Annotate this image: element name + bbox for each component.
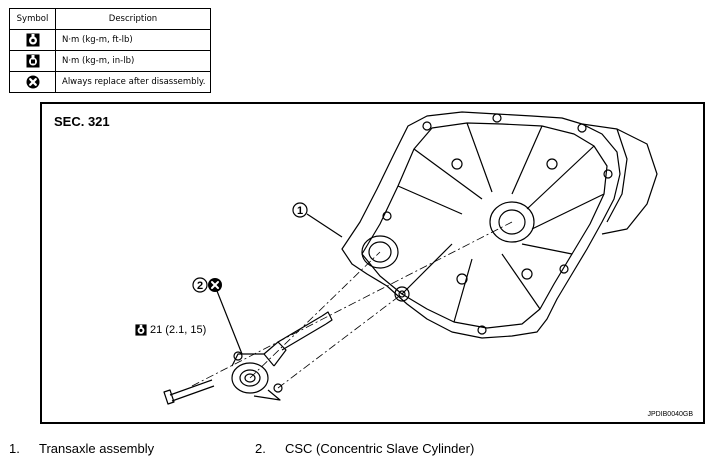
csc-body xyxy=(231,362,269,394)
exploded-view-figure: 1 2 SEC. 321 21 (2.1, 15) JPDIB0040GB xyxy=(40,102,705,424)
input-shaft-bore xyxy=(489,201,535,243)
legend-header-description: Description xyxy=(55,8,211,30)
caption-text: CSC (Concentric Slave Cylinder) xyxy=(285,441,475,456)
svg-text:2: 2 xyxy=(197,280,203,292)
always-replace-icon xyxy=(26,75,39,89)
legend-description: N·m (kg-m, in-lb) xyxy=(55,50,211,72)
caption-number: 2. xyxy=(255,441,266,456)
transaxle-drawing: 1 2 xyxy=(163,111,658,405)
caption-item: 1. Transaxle assembly xyxy=(9,441,154,456)
legend-description: N·m (kg-m, ft-lb) xyxy=(55,29,211,51)
legend-header-symbol: Symbol xyxy=(9,8,56,30)
legend-description: Always replace after disassembly. xyxy=(55,71,211,93)
legend-row: Always replace after disassembly. xyxy=(9,71,211,93)
bolt xyxy=(169,379,215,402)
section-label: SEC. 321 xyxy=(54,114,110,129)
differential-seal xyxy=(361,235,399,269)
torque-spec: 21 (2.1, 15) xyxy=(135,324,206,336)
caption-number: 1. xyxy=(9,441,20,456)
always-replace-icon xyxy=(208,278,222,292)
torque-value: 21 (2.1, 15) xyxy=(150,324,207,336)
caption-item: 2. CSC (Concentric Slave Cylinder) xyxy=(255,441,474,456)
input-shaft xyxy=(277,315,327,351)
symbol-legend-table: Symbol Description N·m (kg-m, ft-lb) N·m… xyxy=(9,8,211,93)
torque-wrench-inlb-icon xyxy=(26,54,39,68)
torque-wrench-icon xyxy=(135,324,147,336)
svg-text:1: 1 xyxy=(297,205,303,217)
callout-2: 2 xyxy=(192,277,208,293)
torque-wrench-icon xyxy=(26,33,39,47)
legend-row: N·m (kg-m, ft-lb) xyxy=(9,29,211,51)
callout-1: 1 xyxy=(292,202,308,218)
image-code: JPDIB0040GB xyxy=(647,411,693,418)
transaxle-housing xyxy=(341,111,621,339)
legend-header-row: Symbol Description xyxy=(9,8,211,30)
caption-text: Transaxle assembly xyxy=(39,441,155,456)
legend-row: N·m (kg-m, in-lb) xyxy=(9,50,211,72)
